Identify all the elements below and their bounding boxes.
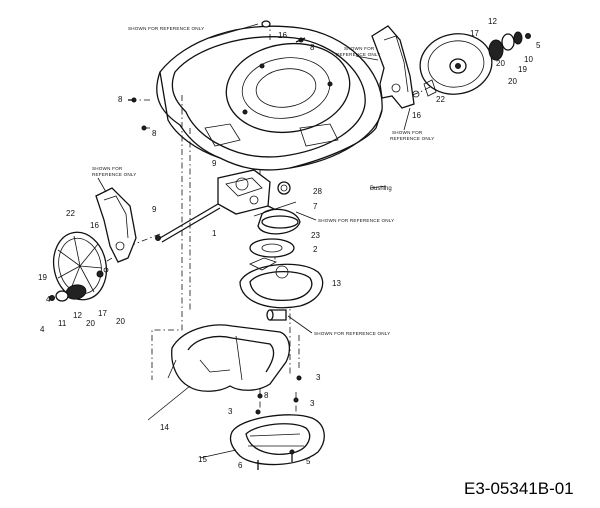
callout: 20 (508, 77, 517, 86)
callout: 28 (313, 187, 322, 196)
reference-part-cylinder (266, 309, 287, 321)
reference-note-wheel-bracket-2: REFERENCE ONLY (390, 136, 435, 141)
callout: 6 (238, 461, 243, 470)
reference-note-deck: SHOWN FOR REFERENCE ONLY (128, 26, 204, 31)
reference-note-left-bracket-1: SHOWN FOR (92, 166, 123, 171)
fasteners (128, 20, 306, 470)
callout: 19 (518, 65, 527, 74)
belt-cover (239, 257, 324, 309)
callout: 20 (116, 317, 125, 326)
callout: 8 (264, 391, 269, 400)
callout: 20 (496, 59, 505, 68)
callout: 17 (98, 309, 107, 318)
reference-note-right-bracket-2: REFERENCE ONLY (336, 52, 381, 57)
callout: 22 (66, 209, 75, 218)
baffle (167, 324, 291, 392)
callout: 15 (198, 455, 207, 464)
right-wheel-assembly (371, 25, 531, 109)
callout: 1 (212, 229, 217, 238)
callout: 16 (412, 111, 421, 120)
callout: 12 (488, 17, 497, 26)
reference-note-belt: SHOWN FOR REFERENCE ONLY (318, 218, 394, 223)
callout: 12 (73, 311, 82, 320)
callout: 14 (160, 423, 169, 432)
leader-lines (97, 23, 411, 459)
discharge-chute (229, 414, 325, 466)
callout: 2 (313, 245, 318, 254)
transmission-assembly (159, 169, 301, 258)
reference-note-cylinder: SHOWN FOR REFERENCE ONLY (314, 331, 390, 336)
callout: 9 (212, 159, 217, 168)
callout: 3 (228, 407, 233, 416)
callout: 5 (536, 41, 541, 50)
reference-note-wheel-bracket-1: SHOWN FOR (392, 130, 423, 135)
callout: 7 (313, 202, 318, 211)
callout: 3 (316, 373, 321, 382)
callout: 19 (38, 273, 47, 282)
reference-note-left-bracket-2: REFERENCE ONLY (92, 172, 137, 177)
callout: 8 (152, 129, 157, 138)
callout: 22 (436, 95, 445, 104)
callout: 9 (152, 205, 157, 214)
callout: 16 (90, 221, 99, 230)
callout: 17 (470, 29, 479, 38)
left-wheel-assembly (49, 187, 137, 302)
drawing-code: E3-05341B-01 (464, 479, 574, 498)
callout: 11 (58, 319, 67, 328)
callout: 23 (311, 231, 320, 240)
callout: 8 (118, 95, 123, 104)
callout: 10 (524, 55, 533, 64)
callout: 3 (310, 399, 315, 408)
callout: 4 (40, 325, 45, 334)
callout: 20 (86, 319, 95, 328)
reference-note-right-bracket-1: SHOWN FOR (344, 46, 375, 51)
callout: 4 (46, 295, 51, 304)
bushing-label: Bushing (370, 186, 392, 192)
callout: 13 (332, 279, 341, 288)
callout: 5 (306, 457, 311, 466)
callout-numbers: 16 8 8 8 9 9 28 7 1 23 2 13 22 16 19 4 4… (38, 17, 541, 470)
mower-deck-housing (156, 25, 383, 171)
callout: 8 (310, 43, 315, 52)
callout: 16 (278, 31, 287, 40)
